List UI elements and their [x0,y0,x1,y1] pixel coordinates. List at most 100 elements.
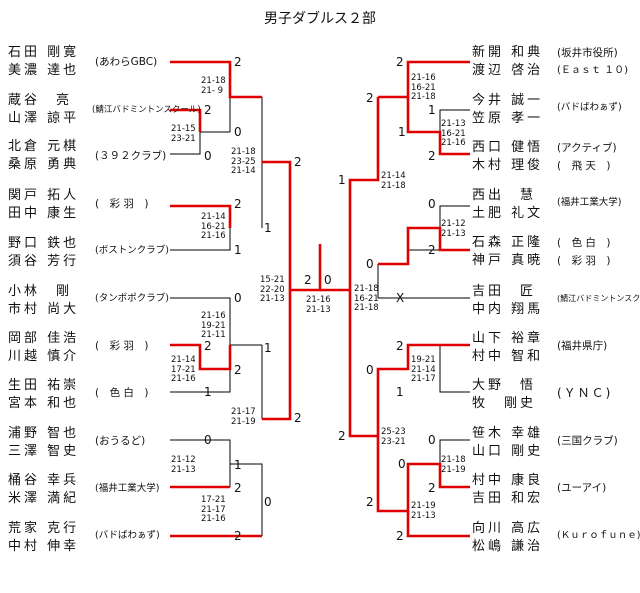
player-name: 向川 高広 [472,521,544,536]
game-score: 21-16 16-21 21-18 [411,73,436,102]
match-result: 2 [234,481,242,495]
club-name: (タンポポクラブ) [95,293,169,304]
match-result: 2 [396,339,404,353]
player-name: 岡部 佳浩 [8,331,80,346]
player-name: 山澤 諒平 [8,111,80,126]
player-name: 川越 慎介 [8,349,80,364]
game-score: 21-18 21-19 [441,455,466,475]
game-score: 21-16 19-21 21-11 [201,311,226,340]
match-result: 2 [428,481,436,495]
game-score: 21-19 21-13 [411,501,436,521]
match-result: 0 [366,257,374,271]
player-name: 渡辺 啓治 [472,63,544,78]
match-result: 2 [294,155,302,169]
match-result: 1 [338,173,346,187]
game-score: 21-14 21-18 [381,171,406,191]
match-result: 1 [398,125,406,139]
match-result: 2 [396,55,404,69]
player-name: 浦野 智也 [8,426,80,441]
player-name: 桶谷 幸兵 [8,473,80,488]
match-result: 2 [396,529,404,543]
player-name: 土肥 礼文 [472,206,544,221]
player-name: 大野 悟 [472,378,537,393]
match-result: X [396,291,405,305]
match-result: 1 [234,243,242,257]
match-result: 0 [428,197,436,211]
player-name: 美濃 達也 [8,63,80,78]
match-result: 1 [204,385,212,399]
game-score: 21-14 17-21 21-16 [171,355,196,384]
player-name: 山下 裕章 [472,331,544,346]
club-name: (Ｋｕｒｏｆｕｎｅ) [557,530,640,541]
player-name: 生田 祐崇 [8,378,80,393]
player-name: 西出 慧 [472,188,537,203]
match-result: 2 [366,495,374,509]
player-name: 西口 健悟 [472,140,544,155]
club-name: ( 色 白 ) [95,387,149,399]
match-result: 2 [366,91,374,105]
player-name: 神戸 真暁 [472,253,544,268]
player-name: 石田 剛寛 [8,45,80,60]
player-name: 関戸 拓人 [8,188,80,203]
player-name: 吉田 和宏 [472,491,544,506]
club-name: ( 彩 羽 ) [95,340,149,352]
game-score: 17-21 21-17 21-16 [201,495,226,524]
club-name: (あわらGBC) [95,56,158,68]
player-name: 桑原 勇典 [8,157,80,172]
match-result: 2 [338,429,346,443]
club-name: (ＹＮＣ) [557,386,613,400]
club-name: (三国クラブ) [557,435,618,447]
player-name: 松嶋 謙治 [472,539,544,554]
player-name: 新開 和典 [472,45,544,60]
player-name: 北倉 元棋 [8,139,80,154]
match-result: 0 [204,149,212,163]
club-name: ( 彩 羽 ) [557,255,611,267]
game-score: 21-15 23-21 [171,124,196,144]
player-name: 野口 鉄也 [8,236,80,251]
game-score: 21-16 21-13 [306,295,331,315]
player-name: 米澤 満紀 [8,491,80,506]
player-name: 村中 康良 [472,473,544,488]
match-result: 1 [264,341,272,355]
match-result: 2 [234,55,242,69]
player-name: 笹木 幸雄 [472,426,544,441]
club-name: ( 彩 羽 ) [95,198,149,210]
match-result: 1 [264,221,272,235]
player-name: 市村 尚大 [8,302,80,317]
game-score: 21-18 21- 9 [201,76,226,96]
game-score: 25-23 23-21 [381,427,406,447]
club-name: ( 色 白 ) [557,237,611,249]
player-name: 今井 誠一 [472,93,544,108]
match-result: 2 [234,529,242,543]
player-name: 中村 伸幸 [8,539,80,554]
match-result: 2 [294,411,302,425]
player-name: 笠原 孝一 [472,111,544,126]
club-name: (ユーアイ) [557,482,607,494]
game-score: 21-17 21-19 [231,407,256,427]
match-result: 0 [264,495,272,509]
club-name: (おうるど) [95,435,146,447]
club-name: (福井工業大学) [557,197,622,208]
match-result: 0 [366,363,374,377]
match-result: 1 [428,103,436,117]
club-name: (鯖江バドミントンスクール) [557,294,640,303]
club-name: ( 飛 天 ) [557,160,611,172]
game-score: 21-12 21-13 [171,455,196,475]
player-name: 木村 理俊 [472,158,544,173]
club-name: (３９２クラブ) [95,150,167,162]
player-name: 吉田 匠 [472,284,537,299]
match-result: 0 [324,273,332,287]
match-result: 2 [204,103,212,117]
match-result: 0 [398,457,406,471]
player-name: 田中 康生 [8,206,80,221]
player-name: 宮本 和也 [8,396,80,411]
club-name: (鯖江バドミントンスクール) [92,105,201,115]
player-name: 山口 剛史 [472,444,544,459]
match-result: 1 [234,458,242,472]
match-result: 0 [428,433,436,447]
match-result: 2 [204,339,212,353]
page-title: 男子ダブルス２部 [264,11,376,27]
club-name: (ボストンクラブ) [95,245,169,256]
game-score: 21-18 16-21 21-18 [354,284,379,313]
